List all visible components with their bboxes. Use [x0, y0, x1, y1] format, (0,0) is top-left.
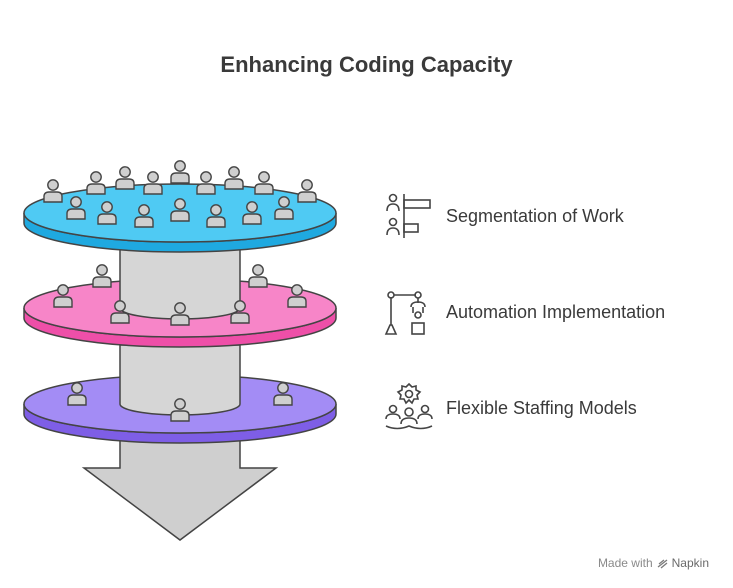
- napkin-logo-icon: [657, 558, 668, 568]
- person-icon: [196, 171, 216, 195]
- label-flexible-staffing: Flexible Staffing Models: [446, 398, 637, 418]
- person-icon: [92, 264, 112, 288]
- person-icon: [254, 171, 274, 195]
- person-icon: [115, 166, 135, 190]
- footer-prefix: Made with: [597, 556, 653, 570]
- footer-credit[interactable]: Made with Napkin: [598, 556, 709, 570]
- person-icon: [143, 171, 163, 195]
- person-icon: [248, 264, 268, 288]
- person-icon: [297, 179, 317, 203]
- segmentation-icon: [386, 193, 431, 238]
- person-icon: [224, 166, 244, 190]
- label-segmentation: Segmentation of Work: [446, 206, 624, 226]
- person-icon: [170, 160, 190, 184]
- robot-arm-icon: [384, 291, 426, 335]
- label-automation: Automation Implementation: [446, 302, 666, 322]
- person-icon: [86, 171, 106, 195]
- person-icon: [43, 179, 63, 203]
- arrow-head: [81, 439, 279, 541]
- page-title: Enhancing Coding Capacity: [220, 52, 513, 77]
- team-gear-icon: [385, 382, 433, 430]
- footer-brand: Napkin: [671, 556, 709, 570]
